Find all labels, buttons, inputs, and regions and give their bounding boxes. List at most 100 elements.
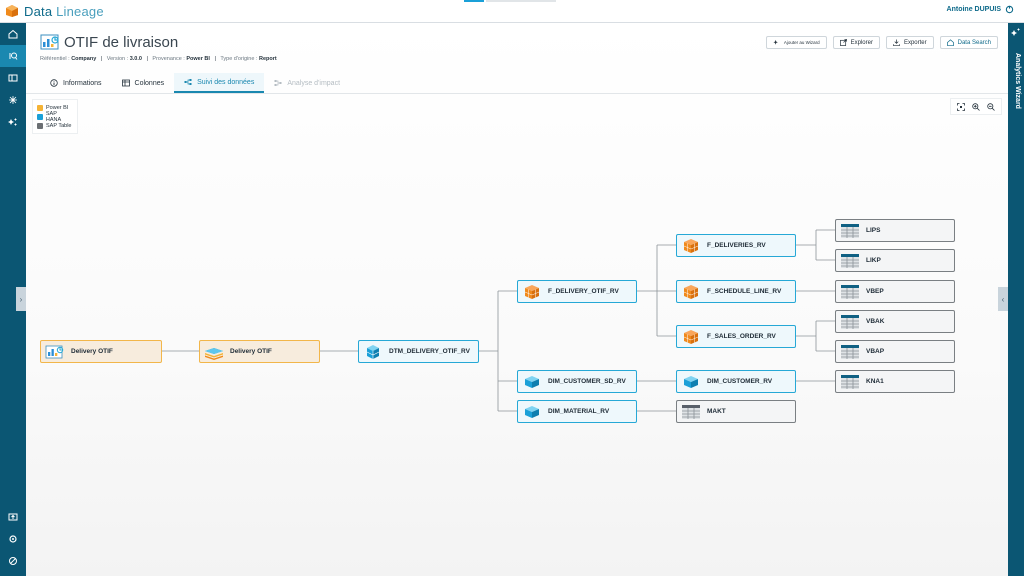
node-label: DTM_DELIVERY_OTIF_RV bbox=[389, 348, 470, 355]
tab-colonnes-label: Colonnes bbox=[134, 79, 165, 87]
node-f-schedule-line-rv[interactable]: F_SCHEDULE_LINE_RV bbox=[676, 280, 796, 303]
orange-cube-icon bbox=[683, 329, 699, 344]
impact-flow-icon bbox=[274, 80, 282, 86]
nav-settings[interactable] bbox=[0, 528, 26, 550]
nav-lineage[interactable] bbox=[0, 89, 26, 111]
page-title: OTIF de livraison bbox=[64, 33, 179, 51]
detail-tabs: Informations Colonnes Suivi des données … bbox=[40, 73, 350, 93]
explorer-button[interactable]: Explorer bbox=[832, 36, 880, 49]
node-likp[interactable]: LIKP bbox=[835, 249, 955, 272]
data-search-button[interactable]: Data Search bbox=[939, 36, 998, 49]
table-icon bbox=[841, 344, 859, 359]
node-f-delivery-otif-rv[interactable]: F_DELIVERY_OTIF_RV bbox=[517, 280, 637, 303]
meta-referentiel: Company bbox=[71, 56, 97, 62]
node-dtm-delivery-otif-rv[interactable]: DTM_DELIVERY_OTIF_RV bbox=[358, 340, 479, 363]
node-lips[interactable]: LIPS bbox=[835, 219, 955, 242]
legend-label: SAP Table bbox=[46, 122, 72, 129]
node-vbap[interactable]: VBAP bbox=[835, 340, 955, 363]
export-label: Exporter bbox=[903, 39, 927, 46]
tab-analyse-label: Analyse d'impact bbox=[287, 79, 341, 87]
table-icon bbox=[841, 374, 859, 389]
node-dim-customer-rv[interactable]: DIM_CUSTOMER_RV bbox=[676, 370, 796, 393]
legend-swatch-power-bi bbox=[37, 104, 43, 111]
lineage-flow-icon bbox=[184, 79, 192, 85]
app-logo[interactable]: Data Lineage bbox=[5, 4, 104, 19]
node-dim-customer-sd-rv[interactable]: DIM_CUSTOMER_SD_RV bbox=[517, 370, 637, 393]
meta-referentiel-label: Référentiel : bbox=[40, 56, 70, 62]
node-label: DIM_MATERIAL_RV bbox=[548, 408, 610, 415]
nav-catalog[interactable] bbox=[0, 67, 26, 89]
meta-separator: | bbox=[214, 56, 216, 62]
table-icon bbox=[841, 253, 859, 268]
legend-item: SAP HANA bbox=[37, 110, 73, 123]
zoom-out-icon[interactable] bbox=[987, 102, 995, 111]
node-delivery-otif-dataset[interactable]: Delivery OTIF bbox=[199, 340, 320, 363]
chevron-left-icon: ‹ bbox=[1001, 294, 1005, 304]
nav-home[interactable] bbox=[0, 23, 26, 45]
node-f-deliveries-rv[interactable]: F_DELIVERIES_RV bbox=[676, 234, 796, 257]
wizard-icon bbox=[8, 118, 17, 126]
node-label: LIPS bbox=[866, 227, 881, 234]
chevron-right-icon: › bbox=[19, 294, 23, 304]
logout-icon[interactable] bbox=[1005, 5, 1014, 14]
add-to-wizard-button[interactable]: Ajouter au Wizard bbox=[765, 36, 827, 49]
meta-provenance: Power BI bbox=[186, 56, 210, 62]
data-search-label: Data Search bbox=[957, 39, 991, 46]
export-button[interactable]: Exporter bbox=[885, 36, 934, 49]
node-label: MAKT bbox=[707, 408, 726, 415]
node-kna1[interactable]: KNA1 bbox=[835, 370, 955, 393]
node-label: VBAK bbox=[866, 318, 885, 325]
tab-informations[interactable]: Informations bbox=[40, 73, 112, 93]
wizard-panel-label: Analytics Wizard bbox=[1014, 53, 1021, 109]
top-indicator-secondary bbox=[486, 0, 556, 2]
meta-version: 3.0.0 bbox=[129, 56, 142, 62]
table-icon bbox=[841, 223, 859, 238]
legend-swatch-sap-hana bbox=[37, 113, 43, 120]
meta-type: Report bbox=[259, 56, 277, 62]
node-label: Delivery OTIF bbox=[71, 348, 113, 355]
meta-provenance-label: Provenance : bbox=[152, 56, 185, 62]
home-icon bbox=[8, 29, 18, 39]
node-label: KNA1 bbox=[866, 378, 884, 385]
orange-cube-icon bbox=[683, 284, 699, 299]
legend-item: Power BI bbox=[37, 103, 73, 112]
home-icon bbox=[946, 39, 954, 46]
analytics-wizard-panel[interactable]: Analytics Wizard bbox=[1008, 23, 1024, 576]
node-vbak[interactable]: VBAK bbox=[835, 310, 955, 333]
collapse-left-panel-handle[interactable]: › bbox=[16, 287, 26, 311]
node-vbep[interactable]: VBEP bbox=[835, 280, 955, 303]
app-name-part1: Data bbox=[24, 3, 53, 19]
nav-help[interactable] bbox=[0, 550, 26, 572]
tab-suivi-label: Suivi des données bbox=[197, 78, 255, 86]
user-menu[interactable]: Antoine DUPUIS bbox=[947, 5, 1014, 14]
settings-icon bbox=[9, 535, 17, 543]
blue-cube-icon bbox=[525, 405, 539, 418]
info-icon bbox=[50, 79, 58, 87]
tab-suivi-des-donnees[interactable]: Suivi des données bbox=[174, 73, 265, 93]
node-delivery-otif-report[interactable]: Delivery OTIF bbox=[40, 340, 162, 363]
tabs-divider bbox=[26, 93, 1008, 94]
top-bar: Data Lineage Antoine DUPUIS bbox=[0, 0, 1024, 23]
zoom-in-icon[interactable] bbox=[972, 102, 980, 111]
tab-colonnes[interactable]: Colonnes bbox=[112, 73, 175, 93]
blue-cube-icon bbox=[684, 375, 698, 388]
legend-label: SAP HANA bbox=[45, 110, 62, 123]
node-f-sales-order-rv[interactable]: F_SALES_ORDER_RV bbox=[676, 325, 796, 348]
page-metadata: Référentiel : Company | Version : 3.0.0 … bbox=[40, 56, 277, 62]
nav-bottom-group bbox=[0, 506, 26, 572]
nav-upload[interactable] bbox=[0, 506, 26, 528]
nav-search[interactable] bbox=[0, 45, 26, 67]
meta-separator: | bbox=[146, 56, 148, 62]
fit-screen-icon[interactable] bbox=[957, 102, 965, 111]
nav-wizard[interactable] bbox=[0, 111, 26, 133]
tab-analyse-impact[interactable]: Analyse d'impact bbox=[264, 73, 350, 93]
external-link-icon bbox=[839, 39, 847, 46]
page-header: OTIF de livraison bbox=[40, 33, 178, 51]
upload-icon bbox=[8, 513, 18, 521]
logo-icon bbox=[6, 5, 18, 17]
node-label: F_SCHEDULE_LINE_RV bbox=[707, 288, 782, 295]
node-makt[interactable]: MAKT bbox=[676, 400, 796, 423]
collapse-right-panel-handle[interactable]: ‹ bbox=[998, 287, 1008, 311]
node-dim-material-rv[interactable]: DIM_MATERIAL_RV bbox=[517, 400, 637, 423]
orange-cube-icon bbox=[524, 284, 540, 299]
